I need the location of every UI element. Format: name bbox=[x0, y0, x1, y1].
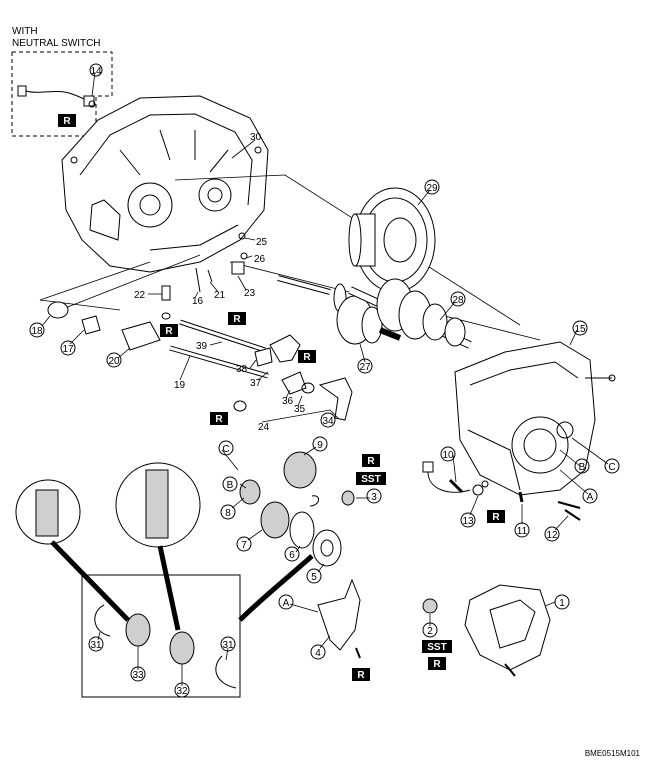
shift-rods bbox=[169, 319, 269, 379]
part-number: 34 bbox=[322, 416, 334, 427]
part-number: 7 bbox=[241, 540, 247, 551]
part-number: 8 bbox=[225, 508, 231, 519]
part-number: 3 bbox=[371, 492, 377, 503]
part-number: 14 bbox=[90, 66, 102, 77]
part-number: 27 bbox=[359, 362, 371, 373]
fifth-shift-fork bbox=[317, 578, 361, 659]
differential-assembly bbox=[348, 187, 436, 293]
part-number: 5 bbox=[311, 572, 317, 583]
shift-bracket bbox=[47, 301, 161, 351]
part-number: 28 bbox=[452, 295, 464, 306]
replace-badges: R R R R R R SST R R SST R bbox=[58, 114, 505, 681]
part-number: 25 bbox=[256, 237, 268, 248]
small-parts-upper bbox=[161, 232, 315, 412]
end-cover bbox=[464, 584, 551, 677]
replace-badge: R bbox=[63, 116, 71, 127]
clutch-housing bbox=[61, 95, 269, 273]
replace-badge: R bbox=[165, 326, 173, 337]
special-tool-badge: SST bbox=[427, 642, 446, 653]
neutral-switch bbox=[17, 85, 96, 108]
replace-badge: R bbox=[233, 314, 241, 325]
part-number: 10 bbox=[442, 450, 454, 461]
part-number: 24 bbox=[258, 422, 270, 433]
callout-letter: C bbox=[222, 444, 229, 455]
part-number: 31 bbox=[222, 640, 234, 651]
main-shaft-assembly bbox=[277, 275, 402, 345]
part-number: 26 bbox=[254, 254, 266, 265]
part-number: 15 bbox=[574, 324, 586, 335]
speed-sensor bbox=[422, 461, 489, 496]
part-number: 36 bbox=[282, 396, 294, 407]
part-number: 23 bbox=[244, 288, 256, 299]
part-number: 17 bbox=[62, 344, 74, 355]
replace-badge: R bbox=[367, 456, 375, 467]
callout-letter: A bbox=[587, 492, 594, 503]
part-number: 29 bbox=[426, 183, 438, 194]
part-number: 4 bbox=[315, 648, 321, 659]
part-number: 12 bbox=[546, 530, 558, 541]
figure-code: BME0515M101 bbox=[585, 749, 641, 758]
callout-letter: B bbox=[579, 462, 586, 473]
connection-callouts: C B A B C A bbox=[218, 440, 620, 610]
header-with: WITH bbox=[12, 26, 38, 37]
part-number: 21 bbox=[214, 290, 226, 301]
replace-badge: R bbox=[303, 352, 311, 363]
part-number: 37 bbox=[250, 378, 262, 389]
part-number: 30 bbox=[250, 132, 262, 143]
part-number: 33 bbox=[132, 670, 144, 681]
transaxle-case bbox=[454, 341, 616, 496]
replace-badge: R bbox=[492, 512, 500, 523]
special-tool-badge: SST bbox=[361, 474, 380, 485]
part-number: 38 bbox=[236, 364, 248, 375]
header-neutral-switch: NEUTRAL SWITCH bbox=[12, 38, 101, 49]
inset-detail-frame bbox=[81, 574, 241, 698]
replace-badge: R bbox=[357, 670, 365, 681]
part-number: 31 bbox=[90, 640, 102, 651]
replace-badge: R bbox=[433, 659, 441, 670]
part-number: 9 bbox=[317, 440, 323, 451]
neutral-switch-box bbox=[11, 51, 113, 137]
gear-stack bbox=[239, 451, 355, 567]
part-number: 19 bbox=[174, 380, 186, 391]
part-number: 1 bbox=[559, 598, 565, 609]
counter-shaft-assembly bbox=[348, 278, 472, 349]
part-number: 16 bbox=[192, 296, 204, 307]
part-number: 20 bbox=[108, 356, 120, 367]
part-number: 22 bbox=[134, 290, 146, 301]
callout-letter: A bbox=[283, 598, 290, 609]
part-number: 39 bbox=[196, 341, 208, 352]
inset-bearing-parts bbox=[94, 604, 237, 689]
replace-badge: R bbox=[215, 414, 223, 425]
part-number: 35 bbox=[294, 404, 306, 415]
callout-letter: C bbox=[608, 462, 615, 473]
part-number: 6 bbox=[289, 550, 295, 561]
part-number-labels: 14 30 29 25 26 23 21 16 22 28 27 18 17 2… bbox=[29, 63, 588, 698]
part-number: 13 bbox=[462, 516, 474, 527]
shift-forks bbox=[254, 334, 353, 421]
part-number: 32 bbox=[176, 686, 188, 697]
case-bolts bbox=[448, 478, 581, 521]
part-number: 2 bbox=[427, 626, 433, 637]
part-number: 11 bbox=[517, 526, 528, 537]
part-number: 18 bbox=[31, 326, 43, 337]
callout-letter: B bbox=[227, 480, 234, 491]
seal-plug bbox=[422, 598, 438, 614]
leader-lines bbox=[41, 71, 609, 686]
